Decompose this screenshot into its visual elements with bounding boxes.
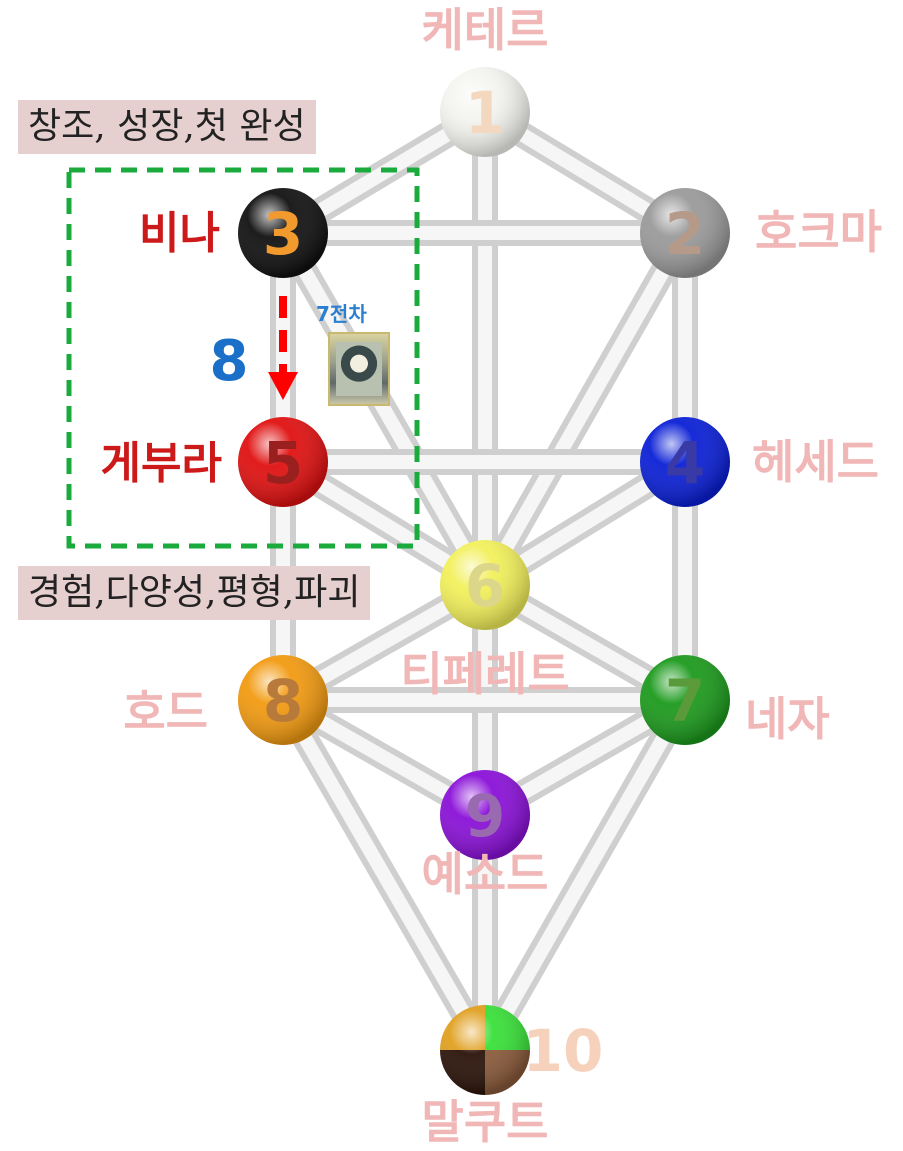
sephira-8: 8 xyxy=(238,655,328,745)
caption-bottom: 경험,다양성,평형,파괴 xyxy=(18,566,371,620)
sephira-7: 7 xyxy=(640,655,730,745)
highlight-box xyxy=(66,167,420,549)
sephira-name: 케테르 xyxy=(422,3,549,57)
sephira-name: 말쿠트 xyxy=(422,1095,549,1149)
sphere-shine xyxy=(640,188,730,278)
descent-arrow xyxy=(268,296,298,400)
sephira-4: 4 xyxy=(640,417,730,507)
sephira-name: 티페레트 xyxy=(400,647,569,701)
sphere-shine xyxy=(238,188,328,278)
path-highlight xyxy=(276,693,492,1057)
tarot-card-chariot-image xyxy=(328,332,390,406)
sphere-shine xyxy=(440,1005,530,1095)
sephira-number: 6 xyxy=(465,552,505,620)
spheres-layer: 1 2 3 4 5 6 7 8 9 10 xyxy=(238,67,730,1095)
sephira-10: 10 xyxy=(440,1005,603,1095)
path-number: 8 xyxy=(210,329,249,394)
path-highlight xyxy=(478,693,692,1057)
tarot-card-label: 7전차 xyxy=(316,302,367,326)
sephira-name: 호크마 xyxy=(755,205,882,259)
sphere-shine xyxy=(238,417,328,507)
sphere-shine xyxy=(440,540,530,630)
sephira-name: 호드 xyxy=(123,685,208,739)
sephira-name: 예소드 xyxy=(422,847,549,901)
sephira-number: 9 xyxy=(465,782,505,850)
sephira-9: 9 xyxy=(440,770,530,860)
sephira-number: 5 xyxy=(263,429,303,497)
sephira-name: 비나 xyxy=(139,208,220,259)
sephira-number: 3 xyxy=(263,200,303,268)
sephira-name: 게부라 xyxy=(101,438,222,489)
sephira-number: 2 xyxy=(665,200,705,268)
sephira-name: 헤세드 xyxy=(752,435,879,489)
sphere-shine xyxy=(440,67,530,157)
sephira-number: 10 xyxy=(523,1017,604,1085)
sephira-5: 5 xyxy=(238,417,328,507)
caption-top: 창조, 성장,첫 완성 xyxy=(18,100,316,154)
sephira-number: 1 xyxy=(465,79,505,147)
sephira-number: 4 xyxy=(665,429,705,497)
sephira-number: 8 xyxy=(263,667,303,735)
path-highlight xyxy=(276,226,492,592)
sephira-number: 7 xyxy=(665,667,705,735)
sephira-2: 2 xyxy=(640,188,730,278)
sephira-1: 1 xyxy=(440,67,530,157)
path-highlight xyxy=(478,226,692,592)
sephira-name: 네자 xyxy=(745,692,830,746)
sphere-shine xyxy=(238,655,328,745)
sphere-shine xyxy=(640,655,730,745)
sphere-shine xyxy=(640,417,730,507)
sephira-6: 6 xyxy=(440,540,530,630)
sephira-3: 3 xyxy=(238,188,328,278)
sphere-shine xyxy=(440,770,530,860)
